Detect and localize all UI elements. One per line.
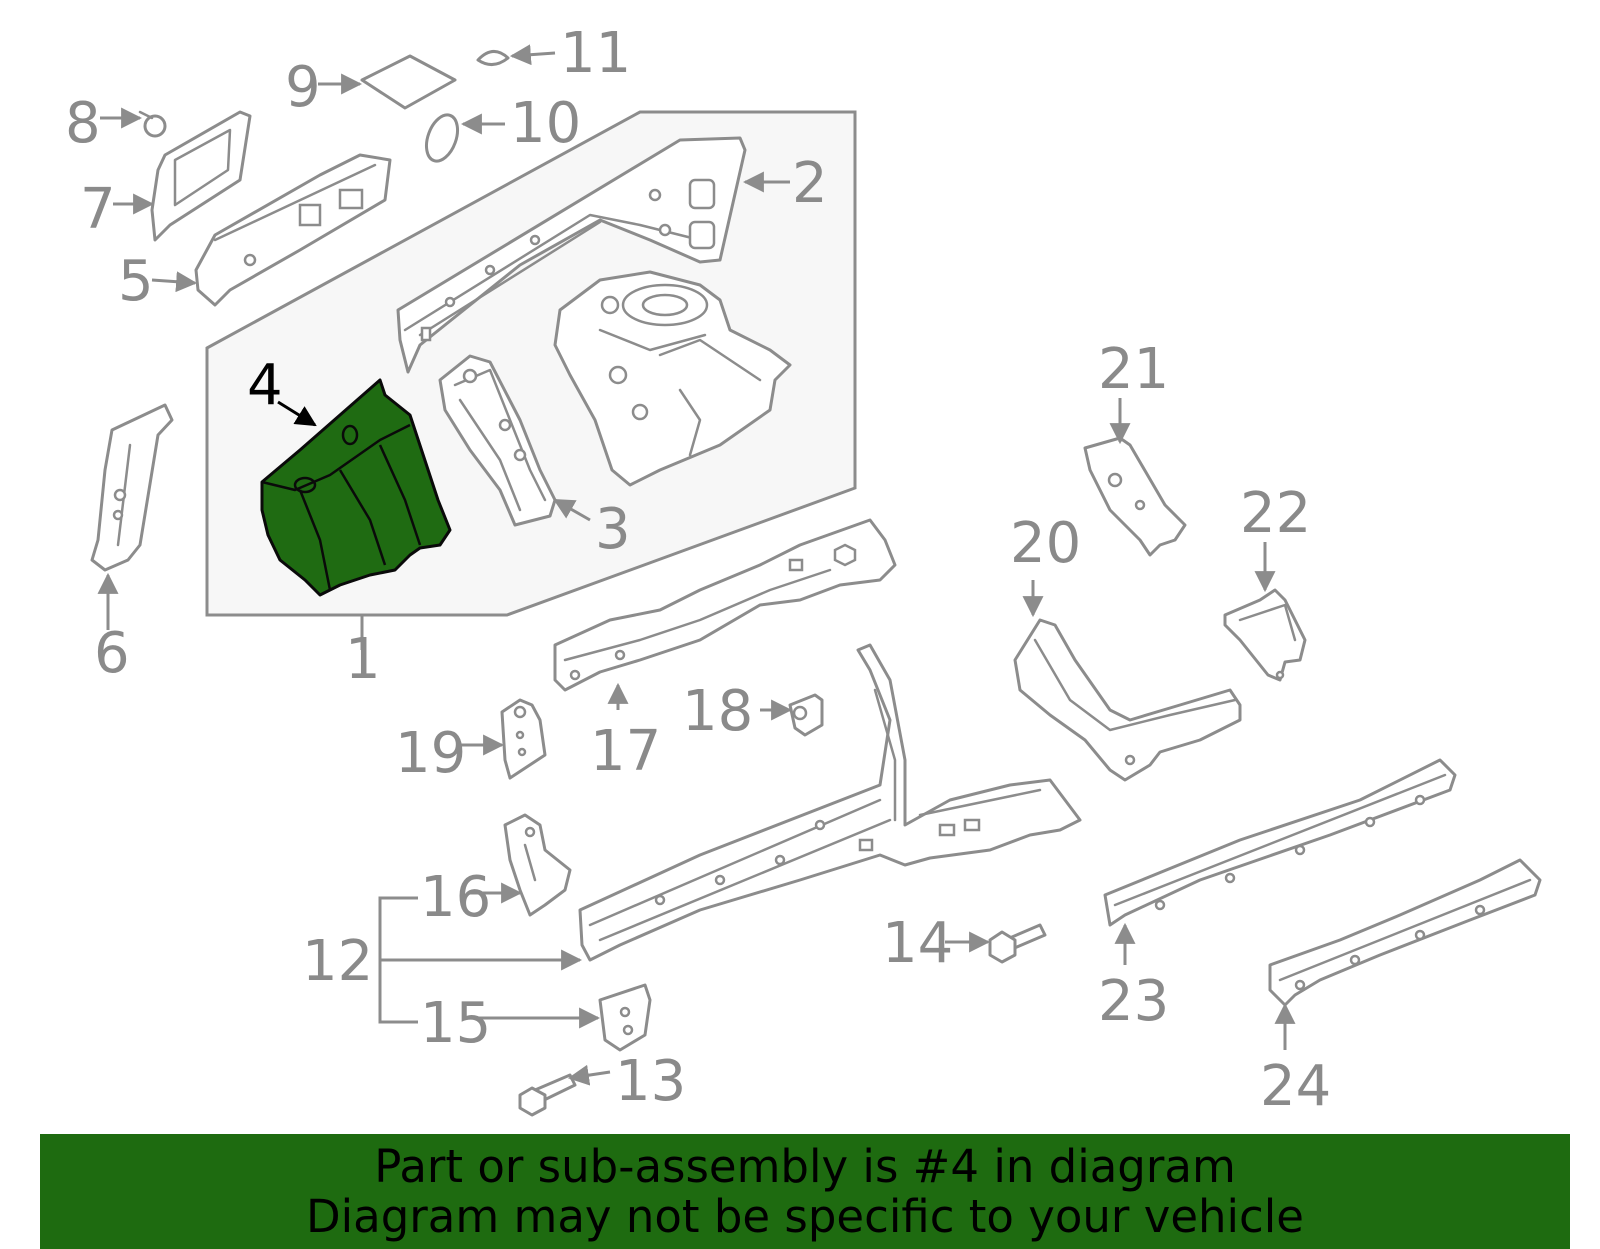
part-6[interactable] (90, 403, 174, 572)
callout-10: 10 (510, 91, 581, 156)
callout-24: 24 (1260, 1054, 1331, 1119)
callout-15: 15 (420, 991, 491, 1056)
callout-9: 9 (285, 55, 321, 120)
callout-labels: 1 2 3 4 5 6 7 8 9 10 11 12 13 14 15 16 1… (65, 21, 1331, 1119)
part-7[interactable] (150, 110, 252, 242)
callout-17: 17 (590, 719, 661, 784)
callout-1: 1 (345, 627, 381, 692)
part-17-lower-rail[interactable] (553, 518, 897, 692)
callout-20: 20 (1010, 511, 1081, 576)
callout-11: 11 (560, 21, 631, 86)
info-banner: Part or sub-assembly is #4 in diagram Di… (40, 1134, 1570, 1249)
part-23-rocker[interactable] (1103, 758, 1457, 927)
callout-2: 2 (792, 151, 828, 216)
part-5[interactable] (194, 153, 392, 307)
part-19-bracket[interactable] (500, 698, 547, 780)
part-22-bracket[interactable] (1223, 588, 1307, 682)
part-14-bolt[interactable] (988, 923, 1047, 964)
callout-21: 21 (1098, 337, 1169, 402)
part-15-bracket[interactable] (598, 983, 652, 1052)
part-9-patch[interactable] (360, 54, 457, 110)
part-11-plug[interactable] (476, 50, 510, 66)
leader-lines (97, 44, 1296, 1086)
callout-7: 7 (80, 177, 116, 242)
banner-line-2: Diagram may not be specific to your vehi… (306, 1189, 1304, 1243)
callout-6: 6 (94, 621, 130, 686)
callout-5: 5 (118, 249, 154, 314)
callout-13: 13 (615, 1049, 686, 1114)
part-4-highlighted[interactable] (260, 378, 452, 597)
callout-23: 23 (1098, 969, 1169, 1034)
callout-22: 22 (1240, 481, 1311, 546)
callout-3: 3 (595, 497, 631, 562)
part-2-upper-rail[interactable] (396, 136, 747, 374)
part-16-bracket[interactable] (503, 813, 572, 917)
callout-16: 16 (420, 865, 491, 930)
callout-12: 12 (302, 929, 373, 994)
callout-19: 19 (395, 721, 466, 786)
part-8-clip[interactable] (138, 110, 167, 138)
part-18-bracket[interactable] (788, 693, 824, 737)
part-24-rocker[interactable] (1268, 858, 1542, 1007)
part-20-bracket[interactable] (1013, 618, 1242, 782)
part-10-grommet[interactable] (421, 111, 464, 166)
banner-line-1: Part or sub-assembly is #4 in diagram (374, 1139, 1236, 1193)
part-13-bolt[interactable] (518, 1073, 577, 1117)
callout-18: 18 (682, 679, 753, 744)
part-12-side-member[interactable] (578, 643, 1082, 962)
callout-14: 14 (882, 911, 953, 976)
part-21-bracket[interactable] (1083, 436, 1187, 557)
strut-tower[interactable] (553, 270, 792, 487)
callout-4: 4 (247, 353, 283, 418)
callout-8: 8 (65, 91, 101, 156)
part-3-apron-reinforcement[interactable] (438, 354, 557, 527)
